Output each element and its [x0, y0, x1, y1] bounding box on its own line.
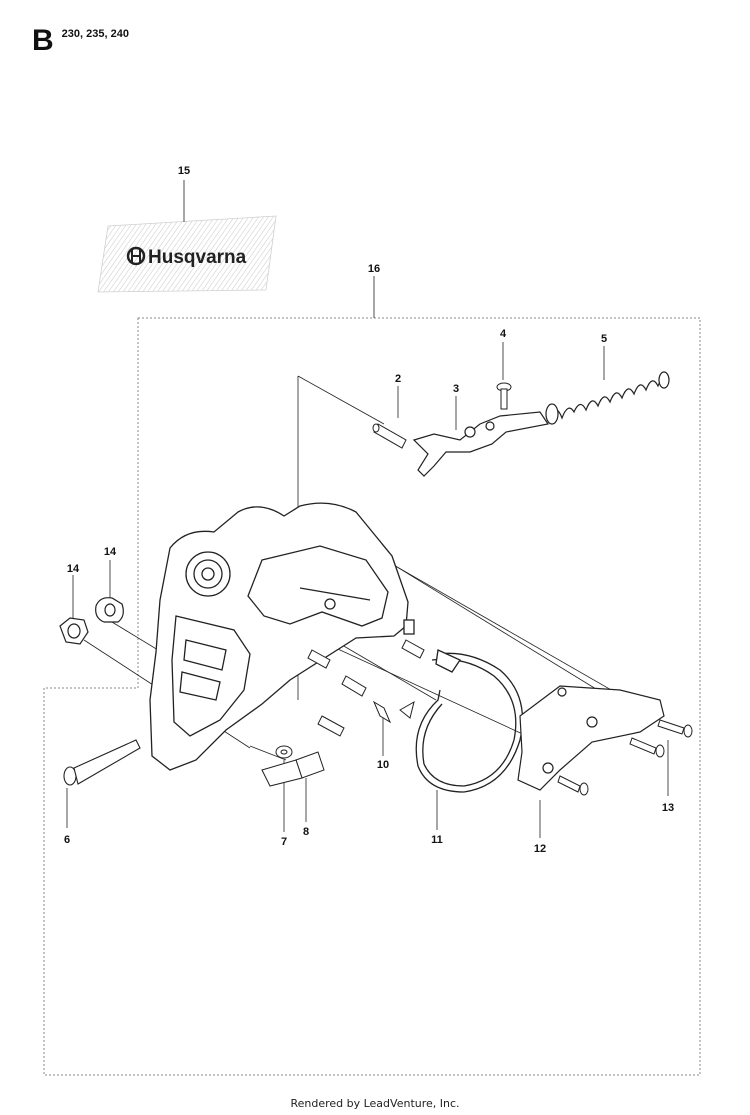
section-letter: B	[32, 24, 54, 57]
callout-label-4: 4	[500, 328, 507, 340]
decal-brand-text: Husqvarna	[148, 247, 247, 268]
husqvarna-decal: Husqvarna	[97, 215, 277, 293]
pin-part-10	[372, 700, 415, 724]
diagram-header: B 230, 235, 240	[32, 26, 129, 56]
clutch-cover-body	[149, 502, 415, 771]
screw-part-4	[496, 382, 512, 410]
callout-label-7: 7	[281, 836, 287, 848]
bolt-part-6	[63, 739, 141, 786]
nut-part-14-right	[95, 597, 124, 623]
screws-part-13	[557, 719, 693, 796]
washer-part-7	[275, 745, 293, 759]
nut-part-14-left	[59, 617, 89, 645]
callout-label-8: 8	[303, 826, 309, 838]
callout-label-15: 15	[178, 165, 190, 177]
brake-lever-part-3	[412, 411, 550, 477]
callout-label-13: 13	[662, 802, 674, 814]
model-numbers: 230, 235, 240	[61, 28, 129, 40]
pin-part-2	[372, 423, 407, 449]
guide-pins	[307, 639, 425, 737]
callout-label-14-right: 14	[104, 546, 117, 558]
spring-part-5	[545, 371, 670, 425]
callout-label-2: 2	[395, 373, 401, 385]
bracket-part-12	[517, 685, 665, 791]
brake-band-part-11	[415, 649, 524, 793]
callout-label-14-left: 14	[67, 563, 80, 575]
husqvarna-logo-icon	[126, 246, 146, 266]
callout-label-12: 12	[534, 843, 546, 855]
callout-label-6: 6	[64, 834, 70, 846]
callout-label-11: 11	[431, 834, 443, 846]
callout-label-5: 5	[601, 333, 607, 345]
callout-label-16: 16	[368, 263, 380, 275]
bracket-part-8	[261, 751, 325, 787]
callout-label-3: 3	[453, 383, 459, 395]
footer-credit: Rendered by LeadVenture, Inc.	[290, 1097, 460, 1110]
assembly-boundary-16	[43, 317, 701, 1076]
callout-label-10: 10	[377, 759, 389, 771]
